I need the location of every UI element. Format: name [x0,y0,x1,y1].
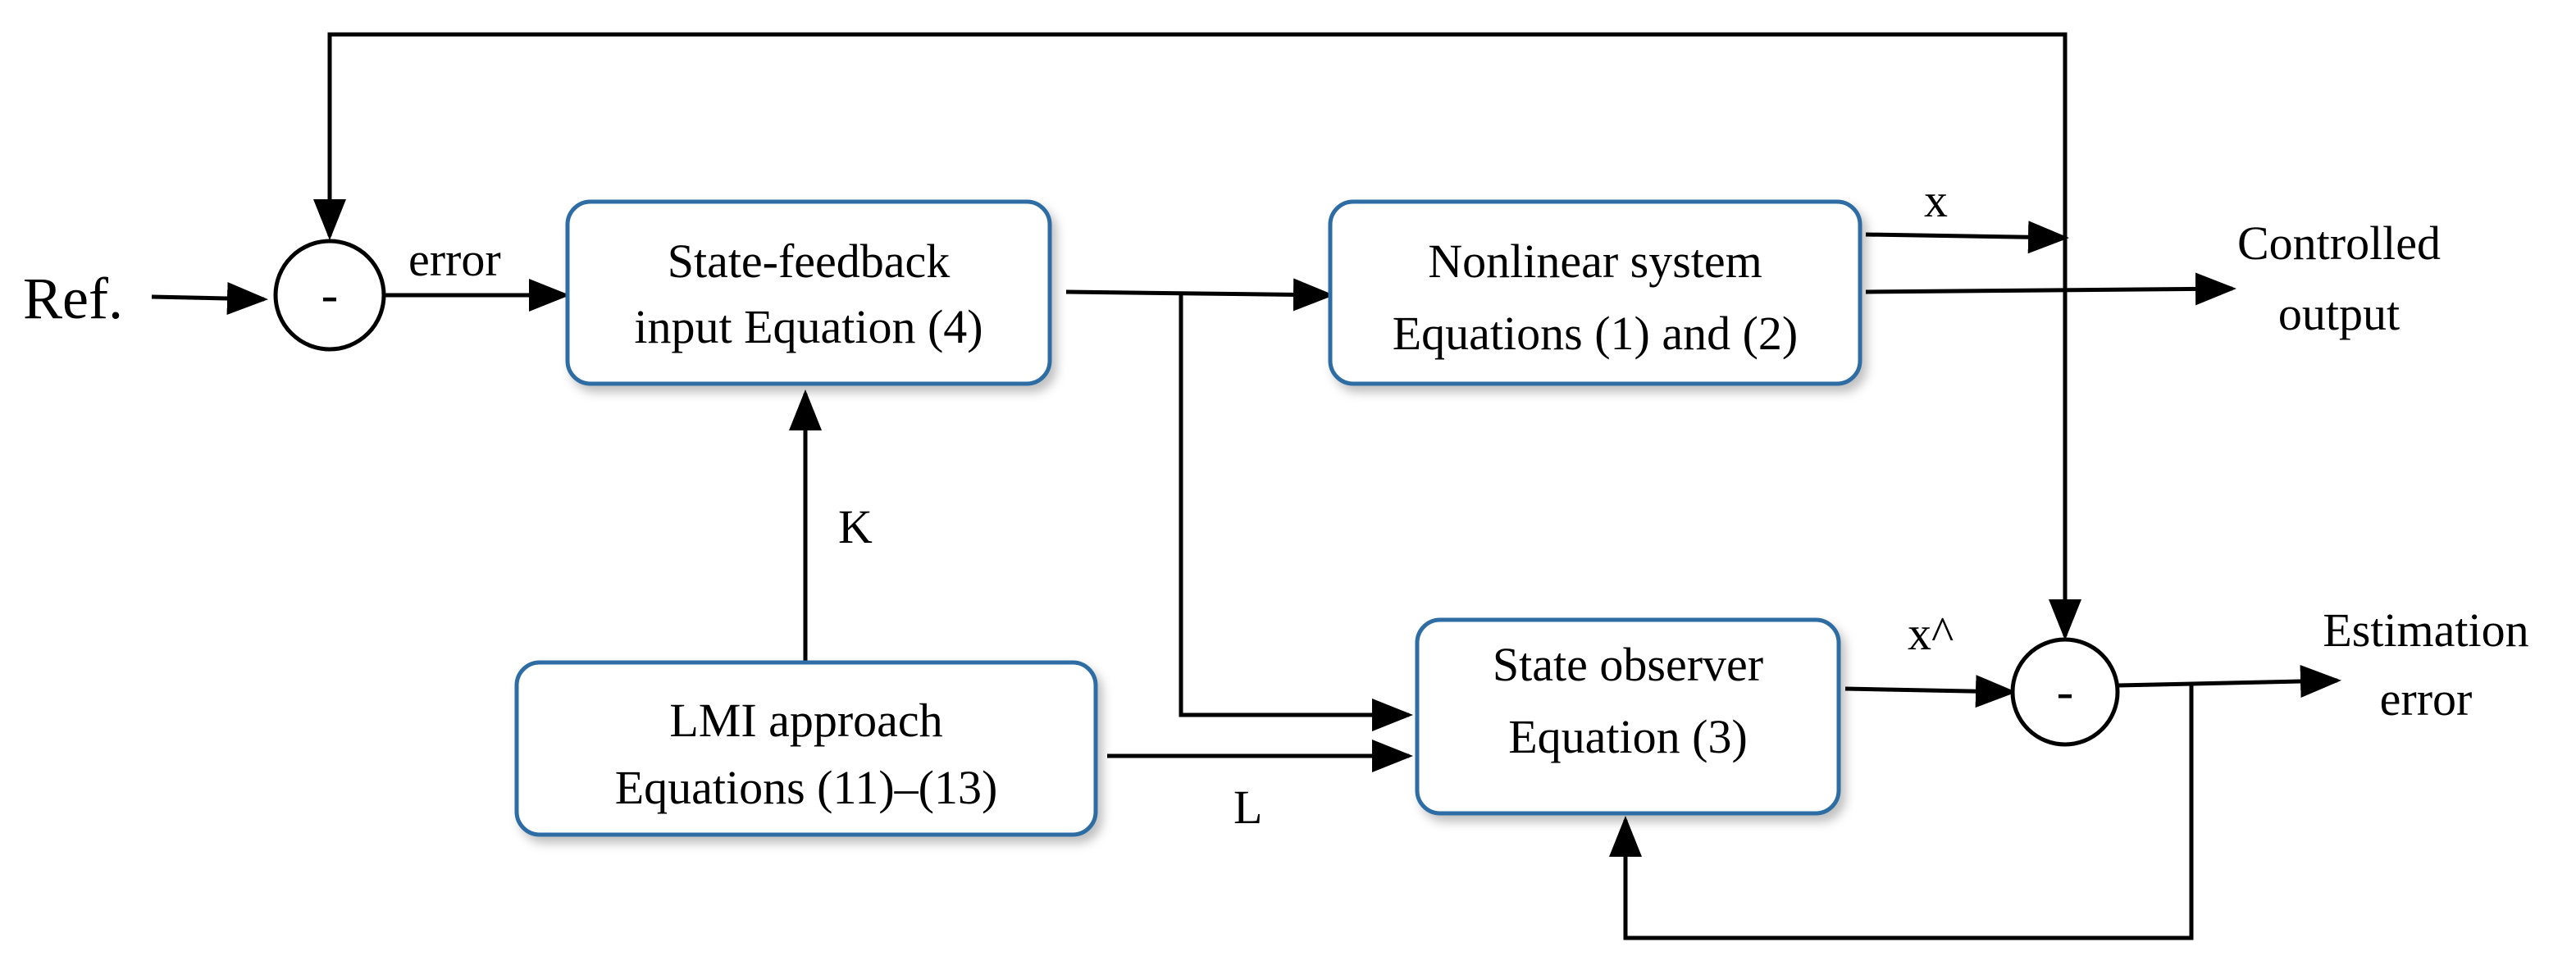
state-observer-block: State observer Equation (3) [1415,617,1841,816]
input-summer: - [273,239,386,352]
state-estimate-arrow [1844,675,2017,708]
nonlinear-system-line1: Nonlinear system [1428,234,1762,288]
reference-label: Ref. [23,266,123,331]
nonlinear-system-block: Nonlinear system Equations (1) and (2) [1328,199,1862,386]
control-input-arrow [1065,278,1334,312]
state-feedback-line1: State-feedback [668,234,951,288]
error-label: error [408,233,501,286]
observer-feedback-loop-arrow [1609,685,2194,940]
control-to-observer-arrow [1179,294,1413,731]
estimation-error-label-line2: error [2380,672,2473,726]
state-observer-line2: Equation (3) [1508,710,1748,763]
controlled-output-arrow [1865,272,2236,306]
estimation-summer: - [2010,637,2120,747]
controlled-output-label-line1: Controlled [2237,216,2441,270]
connections [151,32,2341,940]
estimation-error-label-line1: Estimation [2323,603,2528,657]
lmi-approach-line1: LMI approach [669,694,942,747]
controlled-output-label-line2: output [2278,287,2400,340]
state-x-label: x [1924,174,1948,227]
estimation-summer-sign: - [2057,664,2074,720]
state-observer-line1: State observer [1493,638,1763,691]
state-feedback-line2: input Equation (4) [634,300,983,353]
output-feedback-loop-arrow [313,32,2068,240]
estimation-error-arrow [2117,665,2341,699]
gain-l-label: L [1233,781,1262,834]
lmi-approach-line2: Equations (11)–(13) [615,761,998,814]
state-x-arrow [1865,221,2069,254]
input-summer-sign: - [321,267,339,323]
state-estimate-label: x^ [1908,607,1954,660]
gain-k-label: K [838,500,873,553]
nonlinear-system-line2: Equations (1) and (2) [1393,307,1798,360]
state-feedback-block: State-feedback input Equation (4) [565,199,1052,386]
lmi-approach-block: LMI approach Equations (11)–(13) [514,660,1098,837]
ref-to-summer-arrow [151,282,268,316]
